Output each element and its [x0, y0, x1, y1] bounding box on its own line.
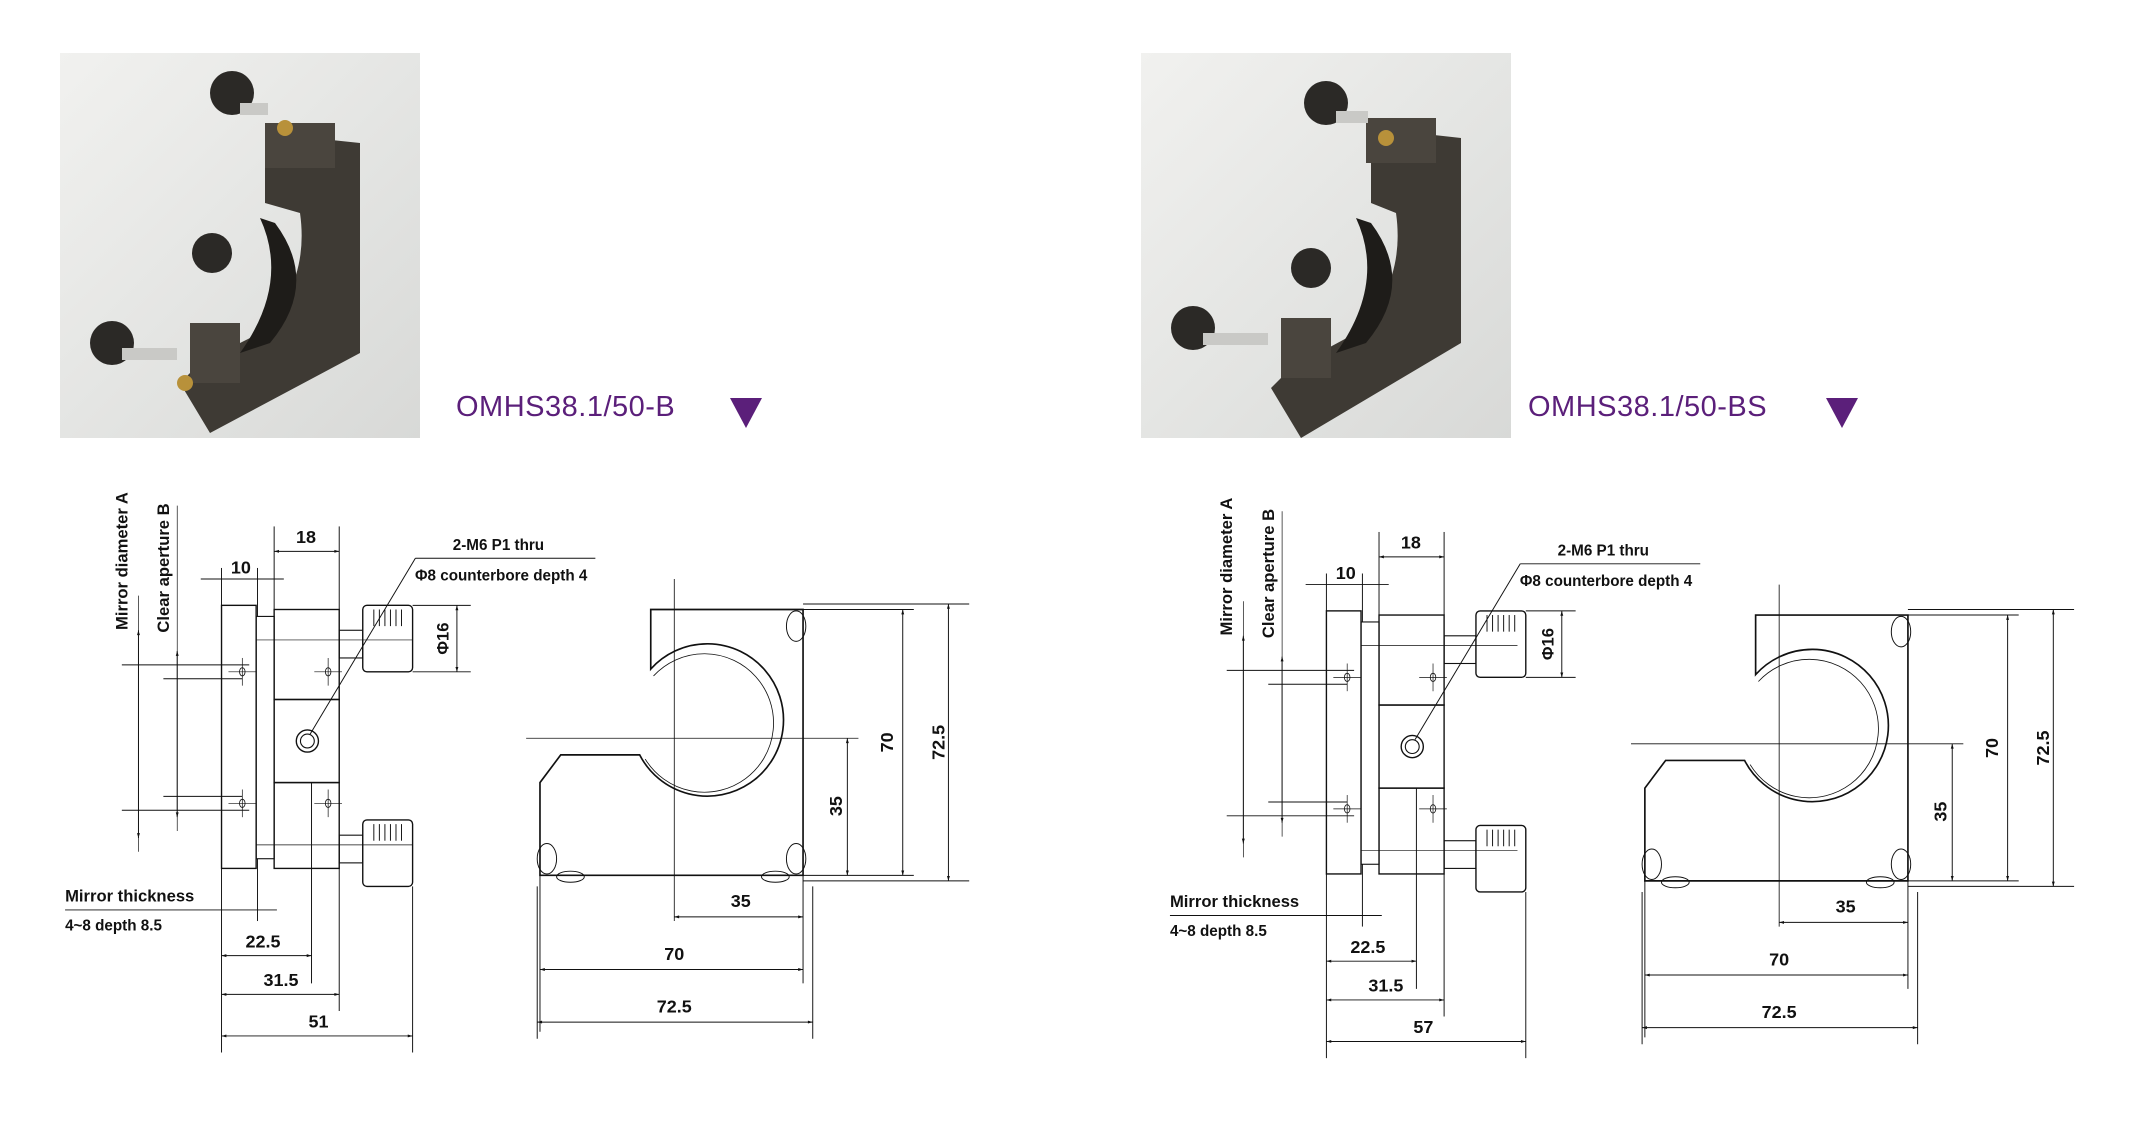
- mount-foot: [785, 610, 807, 642]
- hole-spec-counterbore: Φ8 counterbore depth 4: [415, 567, 588, 584]
- mount-foot: [1660, 876, 1690, 889]
- upper-knob: [362, 604, 414, 673]
- triangle-down-icon[interactable]: [730, 398, 762, 428]
- dim-31-5-label: 31.5: [1368, 976, 1403, 996]
- model-title-bs: OMHS38.1/50-BS: [1528, 391, 1768, 423]
- knob-diameter-label: Φ16: [434, 623, 453, 655]
- label-clear-aperture: Clear aperture B: [154, 503, 173, 632]
- mount-foot: [536, 843, 558, 875]
- mount-foot: [1641, 848, 1662, 880]
- leader-line: [1414, 563, 1521, 740]
- middle-block: [1378, 704, 1445, 789]
- dim-18-label: 18: [296, 527, 316, 547]
- height-outer-label: 72.5: [928, 725, 948, 760]
- bore-inner-edge: [644, 653, 774, 793]
- center-height-label: 35: [826, 796, 846, 816]
- dim-22-5-label: 22.5: [1350, 937, 1385, 957]
- mirror-plate: [1325, 610, 1362, 875]
- lower-knob: [1475, 824, 1527, 893]
- height-inner-label: 70: [877, 732, 897, 752]
- upper-shaft: [338, 629, 364, 659]
- overall-depth-label: 51: [308, 1012, 328, 1032]
- mirror-thickness-label: Mirror thickness: [1170, 892, 1299, 911]
- label-mirror-diameter: Mirror diameter A: [1217, 498, 1236, 636]
- lower-knob: [362, 819, 414, 888]
- middle-block: [273, 698, 340, 784]
- mirror-mount-photo: [1171, 81, 1461, 438]
- hole-spec-counterbore: Φ8 counterbore depth 4: [1520, 573, 1693, 590]
- mirror-thickness-value: 4~8 depth 8.5: [1170, 923, 1267, 940]
- height-inner-label: 70: [1982, 738, 2002, 758]
- dim-18-label: 18: [1401, 533, 1421, 553]
- drawing-omhs-bs: Mirror diameter A Clear aperture B 18 10 2-M…: [1169, 498, 2075, 1059]
- product-photo-b: [60, 53, 420, 438]
- dim-31-5-label: 31.5: [264, 970, 299, 990]
- mount-foot: [1890, 615, 1912, 648]
- lower-block: [1378, 787, 1445, 875]
- hole-spec-thread: 2-M6 P1 thru: [1558, 543, 1649, 560]
- lower-shaft: [338, 834, 364, 864]
- bore-inner-edge: [1749, 658, 1879, 799]
- mirror-thickness-value: 4~8 depth 8.5: [65, 918, 162, 935]
- overall-depth-label: 57: [1413, 1017, 1433, 1037]
- label-mirror-diameter: Mirror diameter A: [112, 492, 131, 630]
- mirror-holder: [255, 615, 275, 860]
- product-photo-bs: [1141, 53, 1511, 438]
- counterbore-hole-inner: [1404, 739, 1420, 755]
- upper-shaft: [1443, 635, 1477, 665]
- center-offset-label: 35: [731, 891, 751, 911]
- mount-body-outline: [539, 608, 804, 877]
- mount-foot: [1890, 848, 1912, 880]
- mount-body-outline: [1644, 614, 1909, 882]
- center-offset-label: 35: [1836, 897, 1856, 917]
- width-outer-label: 72.5: [1762, 1002, 1797, 1022]
- mirror-holder: [1360, 621, 1380, 865]
- knob-diameter-label: Φ16: [1538, 628, 1557, 660]
- mirror-mount-photo: [90, 71, 360, 433]
- height-outer-label: 72.5: [2033, 730, 2053, 765]
- model-title-b: OMHS38.1/50-B: [456, 391, 676, 423]
- mount-foot: [1865, 876, 1895, 889]
- width-outer-label: 72.5: [657, 996, 692, 1016]
- upper-block: [1378, 614, 1445, 706]
- triangle-down-icon[interactable]: [1826, 398, 1858, 428]
- mirror-thickness-label: Mirror thickness: [65, 887, 194, 906]
- center-height-label: 35: [1931, 802, 1951, 822]
- lower-block: [273, 781, 340, 870]
- mount-foot: [761, 870, 790, 883]
- dim-10-label: 10: [231, 558, 251, 578]
- hole-spec-thread: 2-M6 P1 thru: [453, 537, 544, 554]
- width-inner-label: 70: [664, 944, 684, 964]
- lower-shaft: [1443, 840, 1477, 869]
- counterbore-hole: [295, 729, 320, 753]
- label-clear-aperture: Clear aperture B: [1259, 509, 1278, 638]
- upper-block: [273, 608, 340, 701]
- width-inner-label: 70: [1769, 949, 1789, 969]
- counterbore-hole: [1400, 734, 1425, 759]
- counterbore-hole-inner: [299, 733, 315, 749]
- leader-line: [309, 558, 416, 735]
- drawing-omhs-b: Mirror diameter A Clear aperture B 18 10 2-M…: [65, 492, 970, 1053]
- mirror-plate: [220, 604, 257, 870]
- mount-foot: [556, 870, 585, 883]
- dim-22-5-label: 22.5: [246, 931, 281, 951]
- dim-10-label: 10: [1336, 563, 1356, 583]
- mount-foot: [785, 843, 807, 875]
- upper-knob: [1475, 610, 1527, 679]
